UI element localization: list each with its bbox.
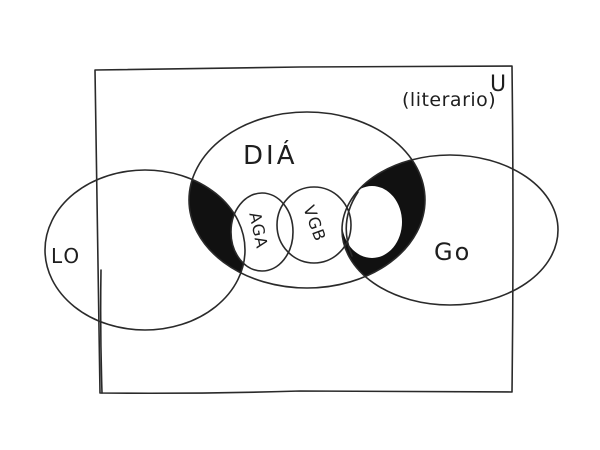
set-go-outline: [341, 154, 559, 306]
universe-label: (literario): [402, 89, 497, 111]
set-dia-outline: [188, 111, 426, 289]
set-lo-label: LO: [51, 244, 82, 268]
go-inner-arc: [345, 191, 359, 257]
set-aga-outline: [230, 192, 294, 272]
universe-frame: [94, 65, 514, 395]
universe-frame-left-double-stroke: [99, 269, 103, 394]
set-vgb-outline: [276, 186, 352, 264]
set-go-label: Go: [434, 238, 472, 266]
set-dia-label: DIÁ: [243, 141, 298, 171]
universe-symbol: U: [490, 72, 507, 97]
set-lo-outline: [44, 169, 246, 331]
